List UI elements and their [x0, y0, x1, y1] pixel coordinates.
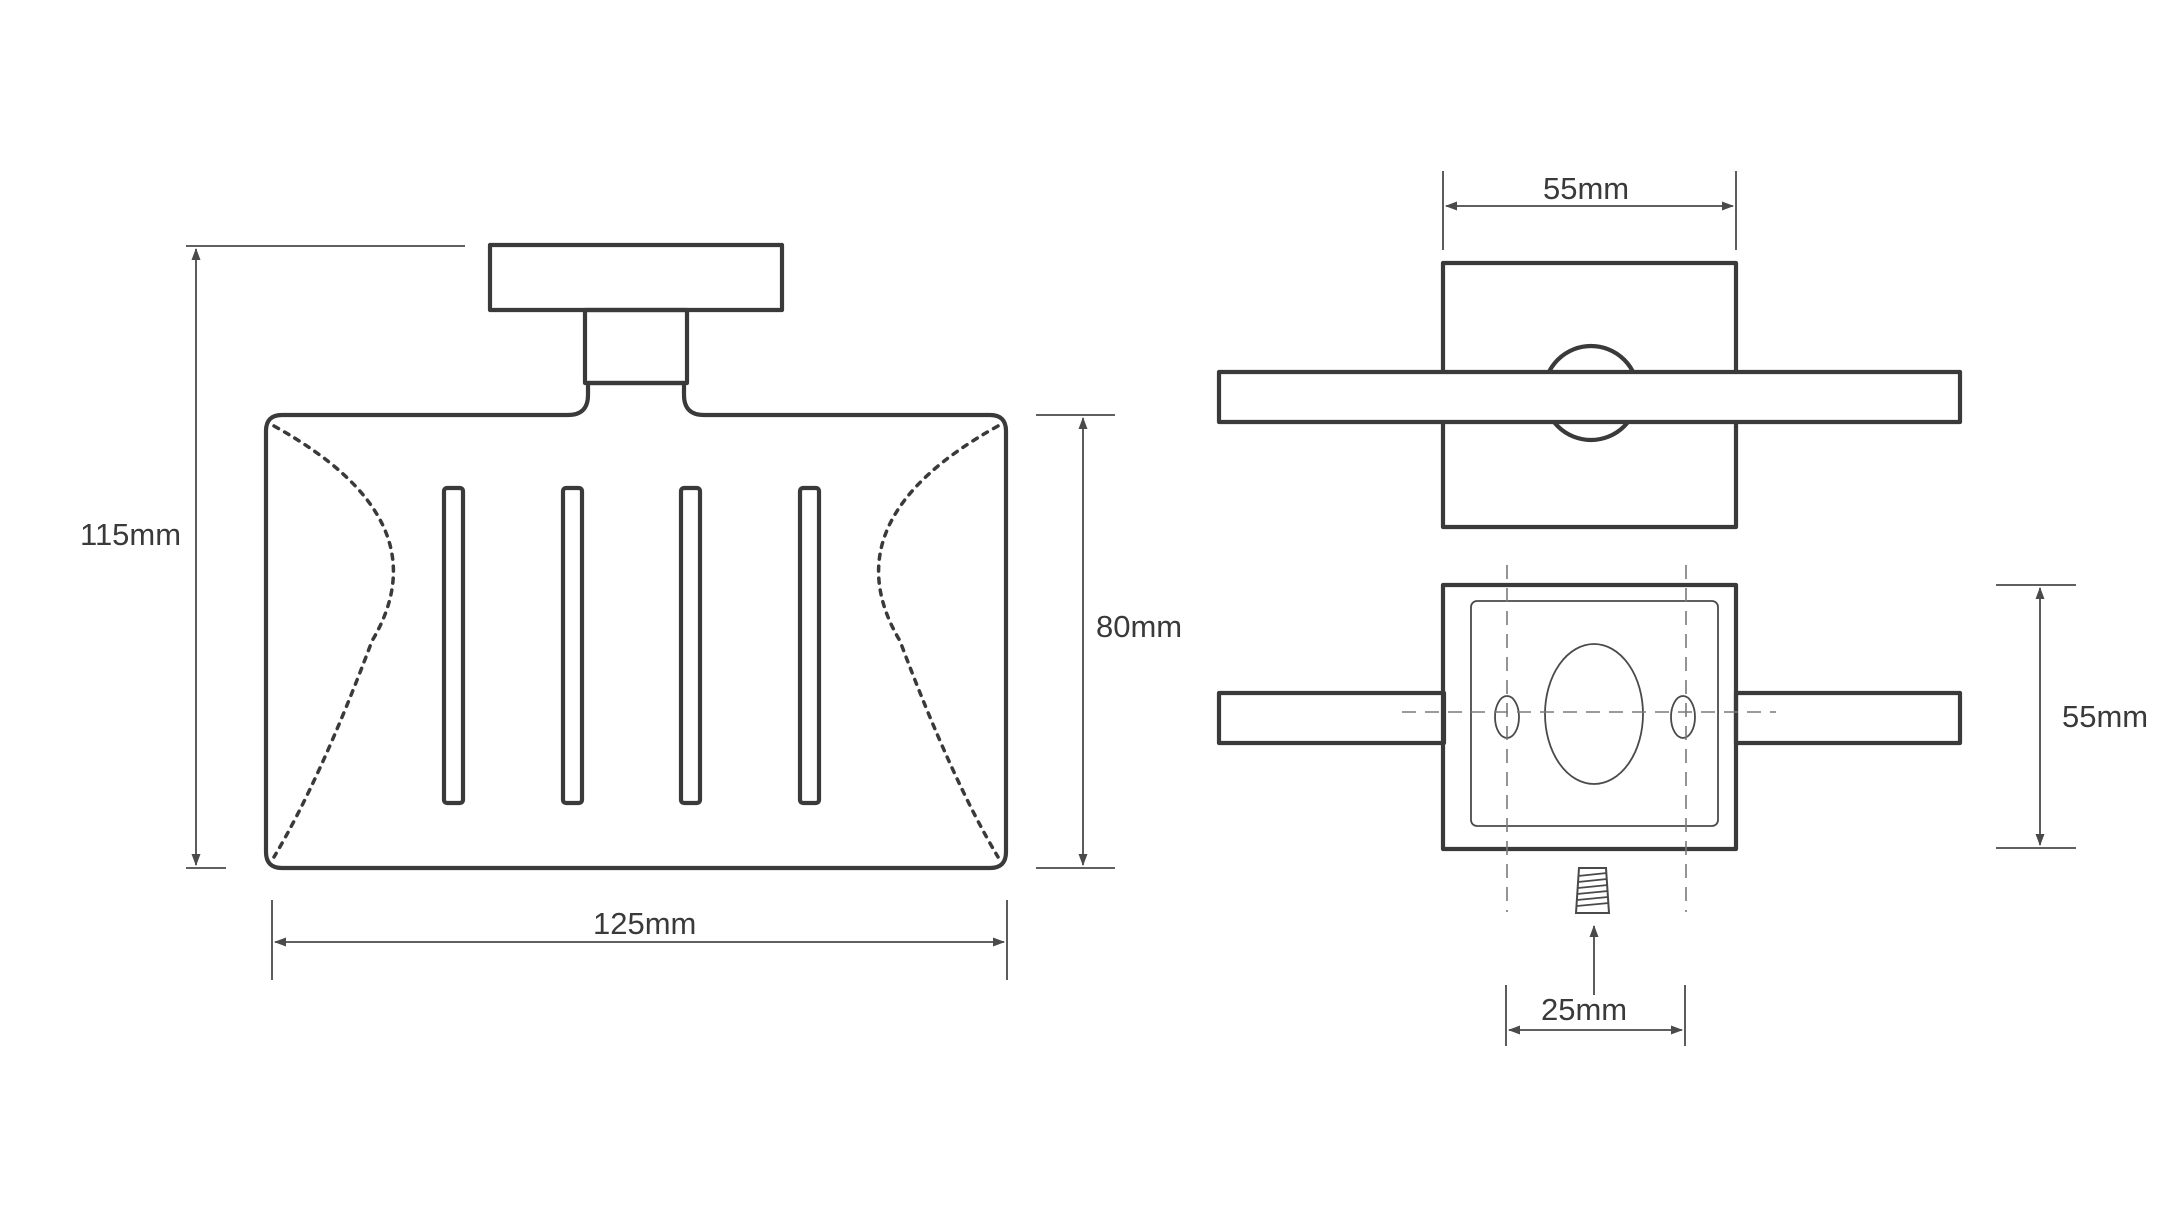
drain-slot	[441, 485, 466, 806]
mount-neck	[582, 307, 690, 386]
hidden-curve-right	[876, 424, 1000, 859]
dish-outline	[263, 380, 1009, 871]
plate-width-label: 55mm	[1543, 171, 1629, 206]
dim-dish-width: 125mm	[271, 900, 1008, 980]
overall-height-label: 115mm	[80, 517, 181, 552]
dim-hole-spacing: 25mm	[1505, 985, 1686, 1046]
dim-plate-width: 55mm	[1442, 171, 1737, 250]
dim-plate-height: 55mm	[1996, 584, 2148, 849]
plate-inner-outline	[1470, 600, 1719, 827]
hole-spacing-label: 25mm	[1541, 992, 1627, 1027]
dish-edge-left	[1216, 690, 1447, 746]
dish-edge-top	[1216, 369, 1963, 425]
front-view	[263, 242, 1009, 871]
back-view	[1216, 565, 1963, 995]
drain-slot	[678, 485, 703, 806]
grub-screw-icon	[1574, 867, 1611, 914]
mount-oval	[1544, 643, 1644, 785]
dish-width-label: 125mm	[593, 906, 696, 941]
top-view	[1216, 260, 1963, 530]
screw-hole-right	[1670, 695, 1696, 739]
dim-dish-height: 80mm	[1036, 414, 1182, 869]
dim-overall-height: 115mm	[80, 245, 465, 869]
dish-edge-right	[1733, 690, 1963, 746]
wall-cap	[487, 242, 785, 313]
plate-height-label: 55mm	[2062, 699, 2148, 734]
hidden-curve-left	[272, 424, 396, 859]
dish-height-label: 80mm	[1096, 609, 1182, 644]
drain-slot	[797, 485, 822, 806]
drain-slot	[560, 485, 585, 806]
wall-plate-back	[1440, 582, 1739, 852]
